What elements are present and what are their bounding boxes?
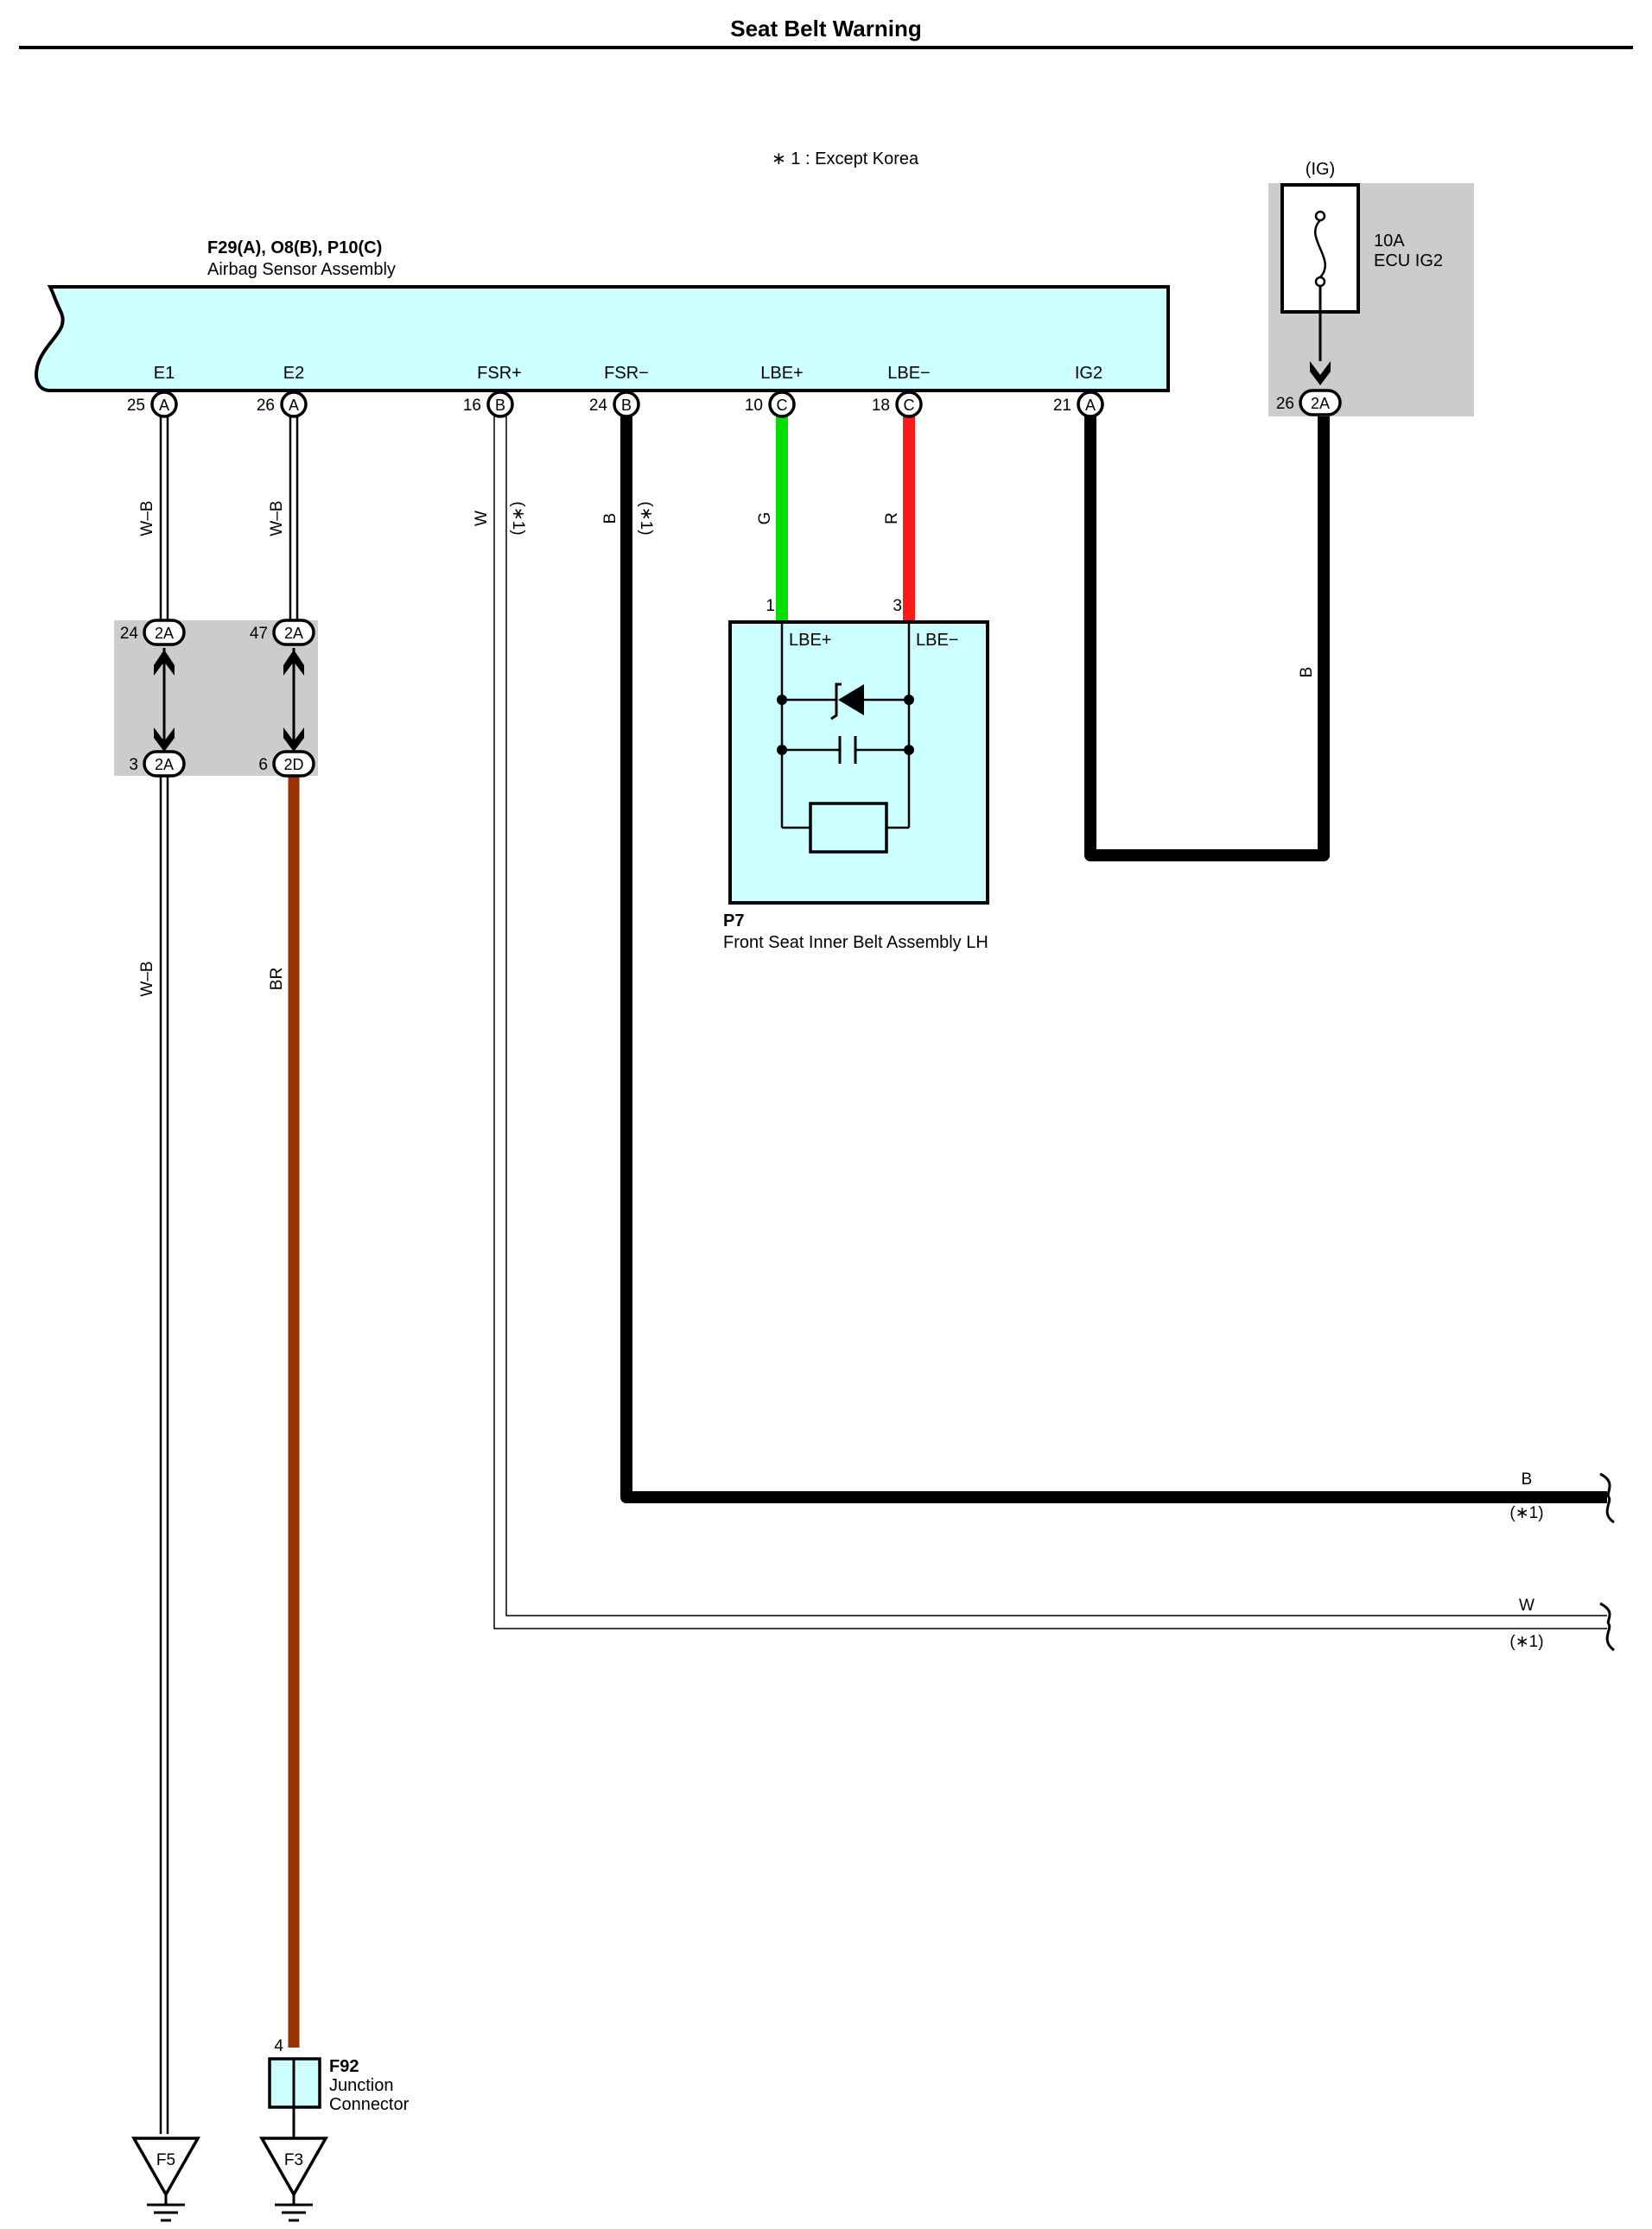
ground-f5 [130, 2137, 201, 2222]
wire-note-out-w: (∗1) [1509, 1633, 1543, 1651]
f92-code: F92 [329, 2057, 359, 2076]
pin-e2-number: 26 [257, 397, 275, 415]
legend-note: ∗ 1 : Except Korea [772, 149, 919, 168]
airbag-name: Airbag Sensor Assembly [207, 260, 396, 279]
wire-e1 [159, 413, 169, 2134]
fuse-terminal-top [1314, 210, 1326, 222]
wire-label-e2-lower: BR [268, 968, 286, 990]
terminal-ig2-label: IG2 [1075, 364, 1102, 383]
wire-e2-upper [289, 413, 299, 620]
pin-lbe-plus-number: 10 [745, 397, 763, 415]
fuse-terminal-bottom [1314, 276, 1326, 288]
wire-label-fsr-minus: B [601, 513, 620, 524]
jb-connector-top-2 [272, 619, 315, 646]
pin-fsr-minus-conn: B [621, 397, 632, 414]
pin-ig2-number: 21 [1053, 397, 1071, 415]
ground-f3-label: F3 [284, 2151, 303, 2169]
junction-block-bg [114, 620, 318, 776]
terminal-e2-label: E2 [283, 364, 304, 383]
jb-bottom-2-pin: 6 [258, 756, 268, 774]
junction-arrows [154, 648, 304, 752]
terminal-fsr-plus-label: FSR+ [477, 364, 522, 383]
wire-fsr-plus [493, 415, 1607, 1629]
f92-name-line2: Connector [329, 2095, 410, 2114]
wire-label-e1-upper: W–B [138, 500, 156, 536]
jb-top-1-pin: 24 [120, 625, 139, 643]
jb-top-2-pin: 47 [250, 625, 268, 643]
pin-fsr-minus-number: 24 [589, 397, 608, 415]
pin-e1-conn: A [159, 397, 169, 414]
wire-label-lbe-minus: R [883, 512, 901, 524]
jb-connector-bottom-1 [143, 750, 186, 778]
belt-label-plus: LBE+ [789, 631, 831, 650]
wire-label-fsr-plus: W [473, 511, 491, 526]
wire-note-out-b: (∗1) [1509, 1504, 1543, 1522]
pin-fsr-plus-conn: B [495, 397, 505, 414]
ground-f5-label: F5 [156, 2151, 175, 2169]
jb-bottom-1-conn: 2A [155, 756, 174, 773]
jb-top-2-conn: 2A [284, 625, 303, 642]
airbag-pins [150, 391, 1104, 418]
wire-note-fsr-minus: (∗1) [637, 501, 655, 535]
ground-f3 [258, 2137, 329, 2222]
airbag-code: F29(A), O8(B), P10(C) [207, 238, 382, 257]
wire-break-b [1599, 1472, 1615, 1524]
zener-bar [830, 683, 842, 721]
terminal-fsr-minus-label: FSR− [604, 364, 649, 383]
fuse-rating: 10A [1374, 232, 1405, 251]
pin-ig2-conn: A [1085, 397, 1096, 414]
belt-label-minus: LBE− [916, 631, 958, 650]
jb-top-1-conn: 2A [155, 625, 174, 642]
fuse-icon [1314, 219, 1326, 278]
terminal-lbe-plus-label: LBE+ [760, 364, 803, 383]
pin-lbe-minus-number: 18 [872, 397, 890, 415]
fuse-group-label: (IG) [1306, 160, 1335, 179]
pin-fsr-plus-number: 16 [463, 397, 481, 415]
belt-name: Front Seat Inner Belt Assembly LH [723, 933, 988, 952]
fuse-name: ECU IG2 [1374, 251, 1443, 270]
diagram-title: Seat Belt Warning [730, 16, 922, 41]
fuse-pin-number: 26 [1276, 395, 1294, 413]
jb-connector-top-1 [143, 619, 186, 646]
belt-pin-minus: 3 [893, 597, 902, 615]
pin-e1-number: 25 [127, 397, 145, 415]
wire-label-out-b: B [1522, 1470, 1533, 1489]
fuse-conn-label: 2A [1311, 395, 1330, 412]
wire-ig2 [1084, 416, 1330, 861]
fuse-connector [1299, 389, 1342, 416]
wire-fsr-minus [620, 416, 1607, 1503]
fuse-connector-arrow [1310, 361, 1331, 385]
terminal-e1-label: E1 [154, 364, 175, 383]
wire-label-out-w: W [1519, 1597, 1534, 1615]
airbag-sensor-assembly [35, 285, 1170, 392]
wire-label-lbe-plus: G [756, 512, 774, 525]
wire-label-e2-upper: W–B [268, 500, 286, 536]
wire-break-w [1599, 1602, 1615, 1652]
jb-bottom-1-pin: 3 [129, 756, 138, 774]
wire-label-ig2: B [1298, 667, 1316, 678]
wire-label-e1-lower: W–B [138, 961, 156, 996]
belt-code: P7 [723, 911, 744, 930]
zener-diode-icon [838, 684, 864, 715]
jb-bottom-2-conn: 2D [283, 756, 303, 773]
f92-name-line1: Junction [329, 2076, 394, 2095]
pin-lbe-plus-conn: C [777, 397, 788, 414]
terminal-lbe-minus-label: LBE− [887, 364, 930, 383]
belt-internal-circuit [780, 622, 911, 854]
belt-nodes [777, 695, 914, 755]
belt-assembly [728, 620, 989, 905]
f92-pin: 4 [274, 2037, 283, 2055]
jb-connector-bottom-2 [272, 750, 315, 778]
pin-lbe-minus-conn: C [904, 397, 915, 414]
wire-note-fsr-plus: (∗1) [509, 501, 527, 535]
belt-pin-plus: 1 [766, 597, 775, 615]
pin-e2-conn: A [289, 397, 299, 414]
